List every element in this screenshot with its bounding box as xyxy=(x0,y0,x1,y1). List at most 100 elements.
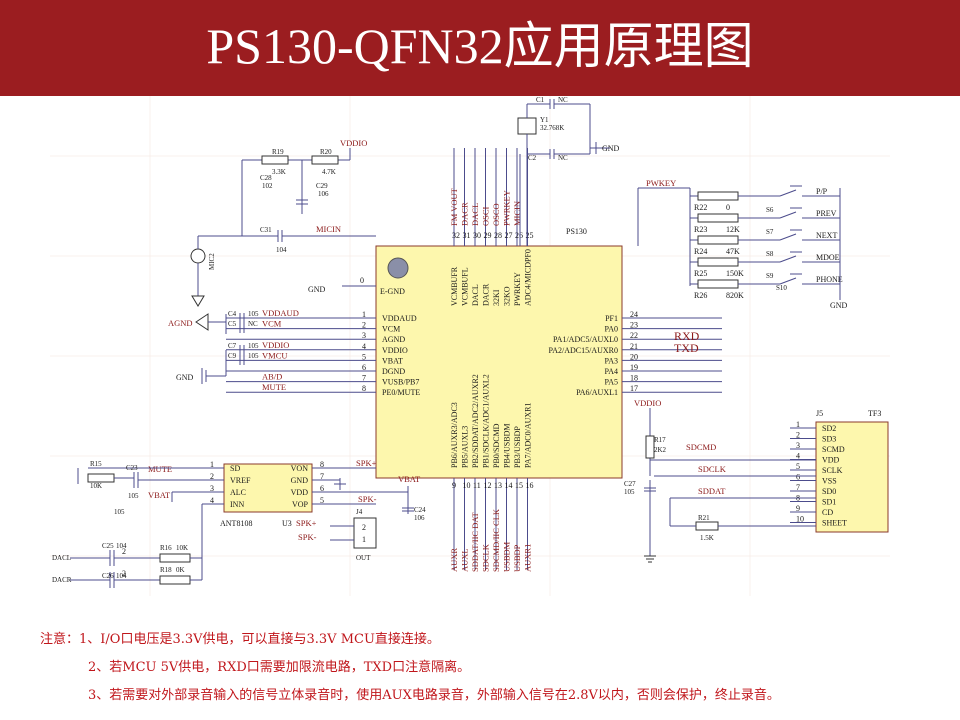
s10-ref: S10 xyxy=(776,284,787,292)
mute-label-amp: MUTE xyxy=(148,464,172,474)
r16 xyxy=(159,553,191,563)
amp-ic-body xyxy=(223,463,313,513)
ic-bottom-pin-number: 9 xyxy=(452,481,456,490)
ic-top-pin-number: 26 xyxy=(515,231,523,240)
c29-value: 106 xyxy=(318,190,329,198)
tf-pin-label: SD3 xyxy=(822,435,836,444)
r18-value: 0K xyxy=(176,566,185,574)
ic-right-pin-label: PA3 xyxy=(605,356,619,365)
amp-left-pin-label: INN xyxy=(230,500,244,509)
mic-ref: MIC2 xyxy=(208,253,216,270)
ic-top-pin-label: PWRKEY xyxy=(513,272,522,306)
title-bar xyxy=(0,0,960,96)
speaker-connector xyxy=(353,517,377,549)
ic-left-pin-label: VUSB/PB7 xyxy=(382,378,419,387)
pin-0-number: 0 xyxy=(360,276,364,285)
amp-left-pin-label: SD xyxy=(230,464,240,473)
tf-pin-number: 6 xyxy=(796,473,800,482)
main-ic-right-pins: 24PF123PA022PA1/ADC5/AUXL021PA2/ADC15/AU… xyxy=(549,310,722,397)
page-title: PS130-QFN32应用原理图 xyxy=(206,18,754,74)
ic-bottom-net-label: USBDP xyxy=(512,544,522,572)
tf-pin-label: VSS xyxy=(822,477,837,486)
c105-value: 105 xyxy=(114,508,125,516)
c25-value: 104 xyxy=(116,542,127,550)
tf-pin-number: 1 xyxy=(796,420,800,429)
tf-pin-label: SD1 xyxy=(822,498,836,507)
tf-pin-label: SHEET xyxy=(822,519,847,528)
ic-bottom-pin-label: PB6/AUXR3/ADC3 xyxy=(450,402,459,468)
c2-ref: C2 xyxy=(528,154,537,162)
key-switch xyxy=(779,189,797,197)
ic-left-pin-number: 5 xyxy=(362,352,366,361)
ic-top-pin-label: VCMBUFR xyxy=(450,266,459,306)
ic-bottom-net-label: AUXR xyxy=(449,548,459,572)
r21-ref: R21 xyxy=(698,514,710,522)
key-resistor-value: 0 xyxy=(726,203,730,212)
amp-left-pin-label: ALC xyxy=(230,488,246,497)
ic-left-net-label: VCM xyxy=(262,319,282,329)
ic-top-net-label: PWRKEY xyxy=(502,190,512,226)
r16-ref: R16 xyxy=(160,544,172,552)
r20-ref: R20 xyxy=(320,148,332,156)
key-resistor-ref: R25 xyxy=(694,269,707,278)
key-resistor-value: 820K xyxy=(726,291,744,300)
c23-value: 105 xyxy=(128,492,139,500)
ic-bottom-pin-label: PA7/ADC0/AUXR1 xyxy=(524,403,533,469)
ic-top-net-label: FM VOUT xyxy=(449,187,459,226)
spk-neg-label-j4: SPK- xyxy=(298,532,317,542)
tf-pin-label: CD xyxy=(822,508,833,517)
ic-bottom-net-label: AUXR1 xyxy=(523,544,533,572)
tf-card-body xyxy=(815,421,889,533)
j4-ref: J4 xyxy=(356,508,363,516)
micin-label: MICIN xyxy=(316,224,341,234)
spk-pos-label: SPK+ xyxy=(356,458,377,468)
ic-right-pin-number: 22 xyxy=(630,331,638,340)
r21-value: 1.5K xyxy=(700,534,714,542)
ic-right-pin-number: 19 xyxy=(630,363,638,372)
aux-node-a: 2 xyxy=(122,547,126,556)
ic-right-pin-label: PA4 xyxy=(605,367,619,376)
main-ic-top-pins: 32VCMBUFR31VCMBUFL30DACL29DACR2832KI2732… xyxy=(449,148,534,306)
tf-pin-number: 10 xyxy=(796,515,804,524)
ic-top-pin-label: 32KO xyxy=(503,286,512,306)
key-resistor xyxy=(697,191,739,201)
key-switch xyxy=(779,277,797,285)
ic-right-pin-number: 24 xyxy=(630,310,638,319)
tf-pin-number: 4 xyxy=(796,452,800,461)
r19 xyxy=(261,155,289,165)
ic-top-pin-label: VCMBUFL xyxy=(461,267,470,306)
main-ic-body xyxy=(375,245,623,479)
amp-right-pin-number: 8 xyxy=(320,460,324,469)
key-resistor-ref: R24 xyxy=(694,247,707,256)
ic-right-pin-number: 17 xyxy=(630,384,638,393)
ic-top-pin-number: 31 xyxy=(463,231,471,240)
key-button-label: PREV xyxy=(816,209,837,218)
ic-left-pin-number: 2 xyxy=(362,321,366,330)
c1-ref: C1 xyxy=(536,96,545,104)
left-cap-value: 105 xyxy=(248,352,259,360)
ic-bottom-pin-number: 13 xyxy=(494,481,502,490)
r19-ref: R19 xyxy=(272,148,284,156)
amp-left-pin-number: 3 xyxy=(210,484,214,493)
ic-bottom-pin-number: 16 xyxy=(526,481,534,490)
j4-pin2: 2 xyxy=(362,523,366,532)
tf-pin-label: VDD xyxy=(822,456,840,465)
key-resistor-ref: R26 xyxy=(694,291,707,300)
key-resistor xyxy=(697,235,739,245)
tf-pin-number: 5 xyxy=(796,462,800,471)
ic-bottom-pin-number: 10 xyxy=(463,481,471,490)
j4-name: OUT xyxy=(356,554,371,562)
tf-pin-label: SCMD xyxy=(822,445,845,454)
r15-value: 10K xyxy=(90,482,102,490)
ic-left-pin-number: 8 xyxy=(362,384,366,393)
ic-left-pin-label: AGND xyxy=(382,335,405,344)
key-switch xyxy=(779,211,797,219)
ic-bottom-pin-number: 15 xyxy=(515,481,523,490)
left-cap-ref: C5 xyxy=(228,320,237,328)
gnd-symbol-tf xyxy=(644,555,656,563)
c28-ref: C28 xyxy=(260,174,272,182)
tf-pin-label: SCLK xyxy=(822,466,843,475)
key-switch-ref: S7 xyxy=(766,228,774,236)
